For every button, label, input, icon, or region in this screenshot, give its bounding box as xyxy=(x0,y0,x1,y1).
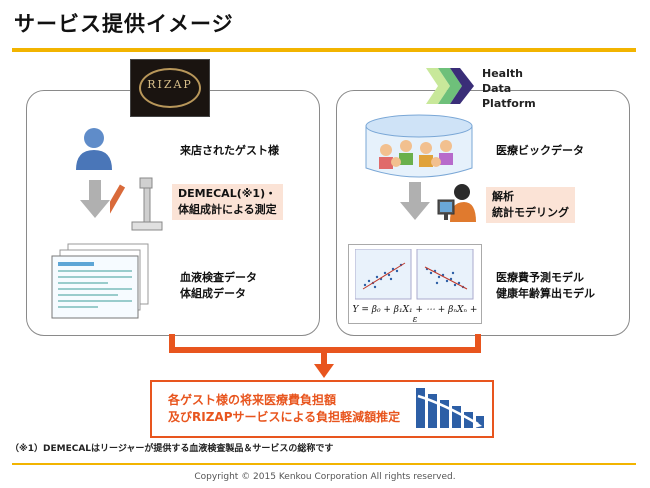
footer-rule xyxy=(12,463,636,465)
big-data-cylinder-icon xyxy=(365,114,473,178)
down-arrow-icon xyxy=(80,180,110,218)
right-item-2-line1: 解析 xyxy=(492,190,514,203)
right-item-2-label: 解析 統計モデリング xyxy=(486,187,575,223)
title-underline xyxy=(12,48,636,52)
hdp-line1: Health xyxy=(482,67,523,80)
left-item-2-line1: DEMECAL(※1)・ xyxy=(178,187,277,200)
hdp-chevrons-icon xyxy=(426,68,474,104)
analyst-at-computer-icon xyxy=(437,184,476,222)
hdp-line3: Platform xyxy=(482,97,536,110)
rizap-logo: RIZAP xyxy=(130,59,210,117)
left-item-3-line2: 体組成データ xyxy=(180,287,246,300)
logo-ring xyxy=(139,68,201,108)
copyright: Copyright © 2015 Kenkou Corporation All … xyxy=(194,472,456,482)
right-item-3-line2: 健康年齢算出モデル xyxy=(496,287,595,300)
result-line1: 各ゲスト様の将来医療費負担額 xyxy=(168,393,337,407)
left-item-3-line1: 血液検査データ xyxy=(180,271,257,284)
statistical-model-figure: Y = β₀ + β₁X₁ + ⋯ + βₙXₙ + ε xyxy=(348,244,482,325)
left-item-3-label: 血液検査データ 体組成データ xyxy=(180,270,257,302)
measurement-device-icon xyxy=(110,177,163,231)
right-item-3-line1: 医療費予測モデル xyxy=(496,271,584,284)
cost-reduction-chart-icon xyxy=(416,388,484,428)
blood-test-documents-icon xyxy=(51,243,149,319)
guest-person-icon xyxy=(76,128,112,170)
down-arrow-icon xyxy=(400,182,430,220)
page-title: サービス提供イメージ xyxy=(14,12,234,36)
result-line2: 及びRIZAPサービスによる負担軽減額推定 xyxy=(168,410,401,424)
footnote: （※1）DEMECALはリージャーが提供する血液検査製品＆サービスの総称です xyxy=(10,444,334,454)
hdp-line2: Data xyxy=(482,82,512,95)
scatter-plots-icon xyxy=(355,249,474,300)
right-item-3-label: 医療費予測モデル 健康年齢算出モデル xyxy=(496,270,595,302)
hdp-logo-text: Health Data Platform xyxy=(482,66,536,111)
right-item-1-label: 医療ビックデータ xyxy=(496,144,584,157)
result-text: 各ゲスト様の将来医療費負担額 及びRIZAPサービスによる負担軽減額推定 xyxy=(168,392,400,426)
right-item-2-line2: 統計モデリング xyxy=(492,206,569,219)
left-item-2-line2: 体組成計による測定 xyxy=(178,203,277,216)
logo-text: RIZAP xyxy=(147,78,193,91)
left-item-2-label: DEMECAL(※1)・ 体組成計による測定 xyxy=(172,184,283,220)
regression-formula: Y = β₀ + β₁X₁ + ⋯ + βₙXₙ + ε xyxy=(352,305,478,325)
left-item-1-label: 来店されたゲスト様 xyxy=(180,144,279,157)
